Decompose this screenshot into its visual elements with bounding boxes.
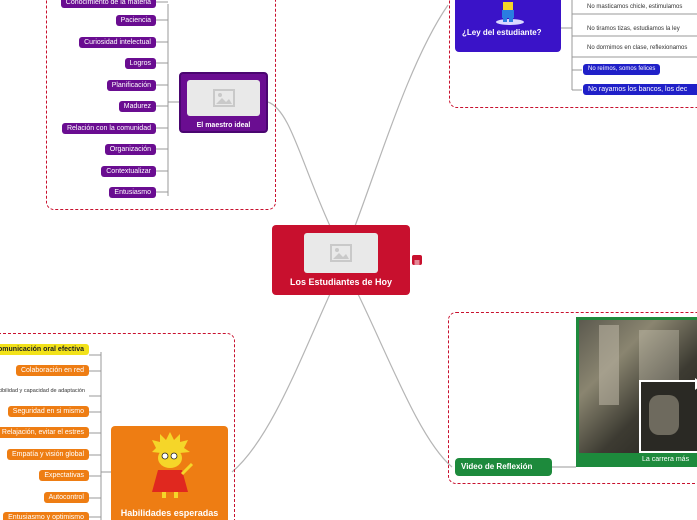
ley-title: ¿Ley del estudiante? — [462, 28, 542, 37]
maestro-item[interactable]: Madurez — [118, 101, 156, 112]
habilidades-item[interactable]: Seguridad en si mismo — [7, 406, 89, 417]
maestro-item[interactable]: Conocimiento de la materia — [60, 0, 156, 8]
habilidades-item[interactable]: Comunicación oral efectiva — [0, 344, 89, 355]
central-title: Los Estudiantes de Hoy — [289, 277, 393, 287]
video-player[interactable]: La carrera más — [576, 317, 697, 467]
ley-group-box — [449, 0, 697, 108]
image-icon — [330, 244, 352, 262]
maestro-item[interactable]: Entusiasmo — [109, 187, 156, 198]
maestro-group-box — [46, 0, 276, 210]
ley-topic[interactable]: ¿Ley del estudiante? — [455, 0, 561, 52]
habilidades-item[interactable]: Colaboración en red — [15, 365, 89, 376]
maestro-item[interactable]: Curiosidad intelectual — [79, 37, 156, 48]
image-icon — [212, 89, 235, 107]
bart-character-icon — [496, 2, 524, 25]
habilidades-item[interactable]: Empatía y visión global — [7, 449, 89, 460]
maestro-item[interactable]: Contextualizar — [101, 166, 156, 177]
lisa-character-icon — [152, 432, 194, 498]
ley-item[interactable]: No dormimos en clase, reflexionamos — [587, 45, 688, 51]
ley-item[interactable]: No reímos, somos felices — [583, 64, 661, 75]
maestro-item[interactable]: Relación con la comunidad — [61, 123, 156, 134]
branch-line-habilidades — [231, 293, 331, 473]
habilidades-item[interactable]: Flexibilidad y capacidad de adaptación — [0, 388, 85, 394]
ley-item[interactable]: No rayamos los bancos, los dec — [583, 84, 697, 95]
maestro-image-placeholder — [187, 80, 260, 116]
maestro-topic[interactable]: El maestro ideal — [179, 72, 268, 133]
habilidades-item[interactable]: Relajación, evitar el estres — [0, 427, 89, 438]
branch-line-video — [357, 293, 453, 468]
video-caption: La carrera más — [642, 456, 690, 463]
video-thumbnail — [579, 320, 697, 453]
maestro-item[interactable]: Organización — [104, 144, 156, 155]
maestro-item[interactable]: Planificación — [106, 80, 156, 91]
maestro-item[interactable]: Paciencia — [115, 15, 156, 26]
central-image-placeholder — [304, 233, 378, 273]
notes-icon[interactable] — [412, 255, 422, 266]
ley-item[interactable]: No masticamos chicle, estimulamos — [587, 4, 683, 10]
maestro-title: El maestro ideal — [196, 122, 251, 129]
habilidades-item[interactable]: Expectativas — [39, 470, 89, 481]
video-topic[interactable]: Video de Reflexión — [455, 458, 552, 476]
habilidades-item[interactable]: Entusiasmo y optimismo — [3, 512, 89, 520]
branch-line-maestro — [267, 101, 331, 227]
ley-item[interactable]: No tiramos tizas, estudiamos la ley — [587, 26, 680, 32]
maestro-item[interactable]: Logros — [124, 58, 156, 69]
habilidades-item[interactable]: Autocontrol — [43, 492, 89, 503]
video-group-box — [448, 312, 697, 484]
habilidades-title: Habilidades esperadas — [120, 508, 219, 518]
habilidades-group-box — [0, 333, 235, 520]
branch-line-ley — [354, 4, 449, 227]
habilidades-topic[interactable]: Habilidades esperadas — [111, 426, 228, 520]
central-topic[interactable]: Los Estudiantes de Hoy — [272, 225, 410, 295]
